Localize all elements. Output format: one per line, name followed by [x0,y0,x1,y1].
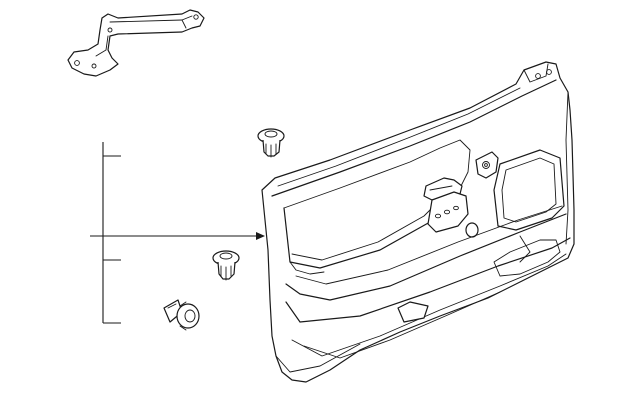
push-pin-clip-icon [257,128,285,158]
trim-retainer-icon [163,299,200,331]
push-pin-clip-icon [212,250,240,281]
callout-leaders [90,142,265,324]
door-trim-panel-icon [261,61,575,383]
door-panel-bracket-icon [67,9,205,77]
